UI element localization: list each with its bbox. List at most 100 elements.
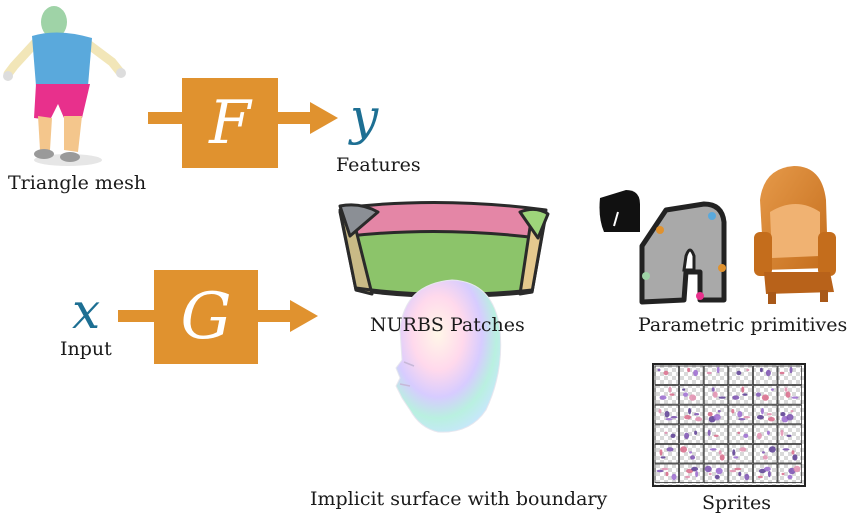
sprite-blob	[659, 395, 667, 400]
sprite-cell	[728, 404, 753, 425]
sprite-blob	[694, 430, 698, 435]
sprite-cell	[679, 424, 704, 444]
sprite-cell	[777, 404, 803, 425]
sprite-blob	[707, 429, 711, 436]
operator-box-G	[154, 270, 258, 364]
sprite-blob	[687, 367, 691, 373]
sprite-blob	[786, 434, 792, 437]
sprite-blob	[743, 416, 751, 419]
sprite-cell	[679, 443, 704, 464]
label-input: Input	[60, 338, 112, 360]
sprite-cell	[654, 424, 680, 444]
sprite-blob	[707, 412, 713, 417]
sprite-blob	[732, 449, 736, 456]
label-parametric-primitives: Parametric primitives	[638, 314, 848, 336]
sprite-blob	[691, 466, 699, 472]
sprite-blob	[779, 371, 785, 375]
sprite-blob	[709, 448, 717, 451]
sprite-blob	[712, 391, 718, 398]
sprite-blob	[708, 472, 712, 476]
sprite-blob	[759, 367, 763, 373]
sprite-blob	[757, 475, 763, 479]
sprite-blob	[704, 465, 712, 473]
sprite-blob	[682, 388, 686, 391]
sprite-blob	[758, 468, 766, 474]
sprite-cell	[728, 365, 753, 386]
sprite-blob	[762, 455, 768, 460]
sprite-blob	[784, 387, 788, 392]
operator-symbol-F: F	[209, 88, 251, 158]
sprite-blob	[790, 410, 794, 413]
sprite-blob	[668, 386, 672, 393]
sprite-cell	[753, 404, 778, 425]
sprite-blob	[717, 410, 721, 413]
sprite-blob	[729, 469, 737, 473]
sprite-blob	[768, 446, 776, 453]
sprite-blob	[756, 432, 762, 439]
sprite-blob	[791, 450, 795, 455]
sprite-cell	[654, 404, 680, 425]
sprite-blob	[789, 366, 793, 374]
sprite-blob	[685, 475, 691, 479]
sprite-blob	[719, 454, 725, 461]
sprite-blob	[756, 415, 764, 420]
sprite-blob	[732, 395, 740, 400]
sprite-blob	[786, 414, 794, 421]
sprite-blob	[738, 418, 746, 421]
sprite-blob	[761, 394, 769, 401]
sprite-blob	[716, 366, 720, 374]
input-symbol-x: x	[72, 282, 101, 340]
sprite-blob	[782, 448, 790, 451]
sprite-blob	[683, 392, 689, 397]
sprite-blob	[664, 411, 670, 418]
sprite-blob	[684, 432, 690, 439]
sprite-cell	[728, 424, 753, 444]
sprite-blob	[738, 471, 742, 477]
label-sprites: Sprites	[702, 492, 771, 514]
top-pipeline	[148, 78, 338, 168]
sprite-blob	[689, 451, 693, 454]
sprite-cell	[679, 365, 704, 386]
sprite-blob	[766, 430, 770, 435]
sprite-cell	[753, 443, 778, 464]
arrow-shaft-in-bottom	[118, 310, 156, 322]
sprite-blob	[736, 370, 742, 376]
sprite-blob	[661, 467, 669, 471]
sprite-cell	[654, 443, 680, 464]
sprite-cell	[703, 443, 729, 464]
sprite-blob	[711, 387, 715, 392]
sprite-cell	[679, 385, 704, 405]
sprite-cell	[703, 463, 729, 484]
sprite-cell	[753, 424, 778, 444]
sprite-blob	[718, 450, 722, 455]
sprite-blob	[656, 469, 664, 473]
sprite-cell	[654, 365, 680, 386]
operator-symbol-G: G	[180, 280, 232, 354]
sprite-cell	[654, 385, 680, 405]
sprite-blob	[670, 433, 676, 438]
sprite-blob	[741, 386, 745, 393]
sprite-cell	[777, 385, 803, 405]
sprite-grid	[654, 365, 803, 484]
sprite-cell	[728, 443, 753, 464]
sprite-blob	[659, 449, 663, 456]
arrow-shaft-out-bottom	[256, 310, 292, 322]
sprite-blob	[767, 470, 771, 478]
sprite-blob	[781, 472, 785, 476]
sprite-blob	[713, 414, 721, 421]
sprite-blob	[695, 417, 703, 422]
sprite-cell	[753, 365, 778, 386]
sprite-blob	[746, 368, 750, 372]
implicit-surface-figure	[395, 279, 502, 433]
sprite-blob	[694, 413, 700, 416]
label-triangle-mesh: Triangle mesh	[8, 172, 147, 194]
sprite-blob	[715, 467, 723, 475]
sprite-blob	[785, 391, 791, 398]
sprite-blob	[670, 416, 678, 419]
sprite-blob	[684, 415, 692, 420]
sprite-blob	[780, 412, 786, 417]
sprite-blob	[744, 473, 750, 481]
sprite-blob	[664, 431, 668, 434]
sprite-cell	[654, 463, 680, 484]
